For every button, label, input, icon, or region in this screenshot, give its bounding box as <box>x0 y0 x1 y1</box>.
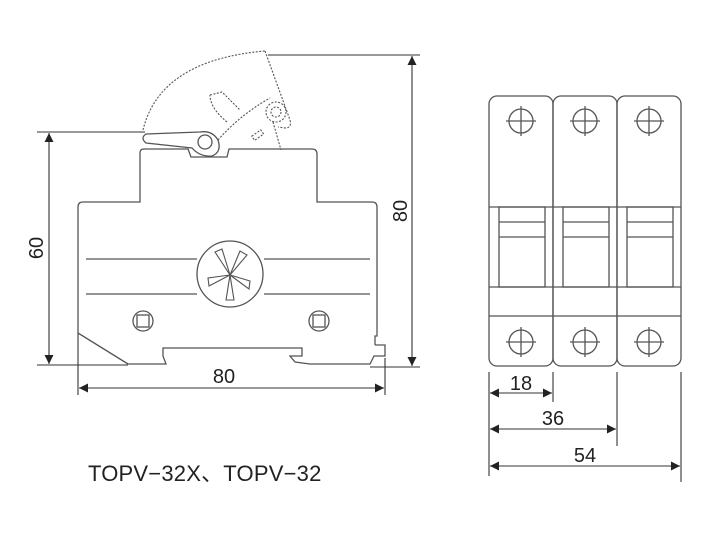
lever-open-dashed <box>142 50 291 151</box>
pole-2 <box>552 95 618 367</box>
vent-circle <box>196 240 264 308</box>
lever-closed <box>142 131 220 157</box>
dim-label-60: 60 <box>26 237 48 259</box>
front-view <box>488 95 682 367</box>
model-caption: TOPV−32X、TOPV−32 <box>88 461 322 486</box>
screw-hole-left <box>132 310 154 332</box>
side-view-body-outline <box>77 148 378 365</box>
side-view-dimensions <box>37 54 420 395</box>
pole-1 <box>488 95 554 367</box>
dim-label-36: 36 <box>542 408 564 430</box>
side-view <box>77 50 386 365</box>
din-clip <box>77 332 386 365</box>
dim-label-18: 18 <box>510 373 532 395</box>
front-view-dimensions <box>488 372 682 482</box>
dim-label-80-height: 80 <box>390 200 412 222</box>
screw-hole-right <box>308 310 330 332</box>
vent-blades-icon <box>207 248 251 301</box>
dim-label-80-width: 80 <box>213 366 235 388</box>
pole-3 <box>616 95 682 367</box>
dim-label-54: 54 <box>574 445 596 467</box>
